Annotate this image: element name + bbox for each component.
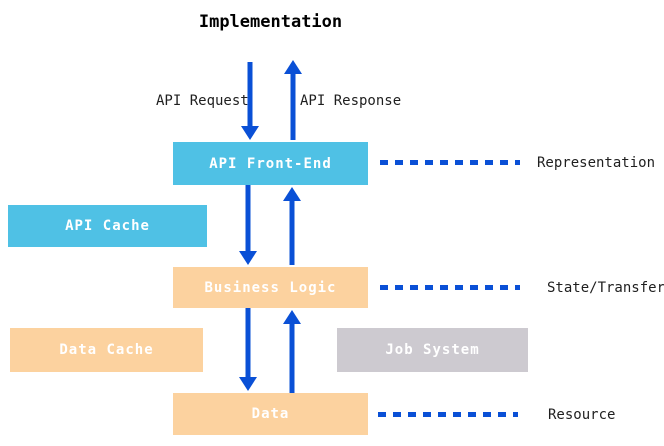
api-response-arrow-top — [284, 60, 302, 140]
arrow-shaft — [245, 185, 251, 254]
state-transfer-dashed-line — [380, 285, 520, 290]
arrow-shaft — [247, 62, 253, 129]
business-logic-box: Business Logic — [173, 267, 368, 308]
arrow-up-head-icon — [284, 60, 302, 74]
state-transfer-label: State/Transfer — [547, 280, 664, 296]
arrow-shaft — [245, 308, 251, 380]
data-box: Data — [173, 393, 368, 435]
diagram-title: Implementation — [198, 12, 343, 32]
representation-label: Representation — [537, 155, 656, 171]
resource-dashed-line — [378, 412, 518, 417]
arrow-down-head-icon — [241, 126, 259, 140]
api-request-label: API Request — [156, 93, 249, 109]
arrow-up-head-icon — [283, 187, 301, 201]
resource-label: Resource — [548, 407, 616, 423]
arrow-shaft — [289, 321, 295, 393]
arrow-down-head-icon — [239, 377, 257, 391]
api-front-end-box: API Front-End — [173, 142, 368, 185]
response-arrow-mid — [283, 187, 301, 265]
api-request-arrow-top — [241, 62, 259, 140]
api-cache-box: API Cache — [8, 205, 207, 247]
data-cache-box: Data Cache — [10, 328, 203, 372]
request-arrow-bottom — [239, 308, 257, 391]
representation-dashed-line — [380, 160, 520, 165]
request-arrow-mid — [239, 185, 257, 265]
api-response-label: API Response — [300, 93, 402, 109]
arrow-shaft — [289, 198, 295, 265]
job-system-box: Job System — [337, 328, 528, 372]
arrow-down-head-icon — [239, 251, 257, 265]
arrow-up-head-icon — [283, 310, 301, 324]
response-arrow-bottom — [283, 310, 301, 393]
arrow-shaft — [290, 71, 296, 140]
